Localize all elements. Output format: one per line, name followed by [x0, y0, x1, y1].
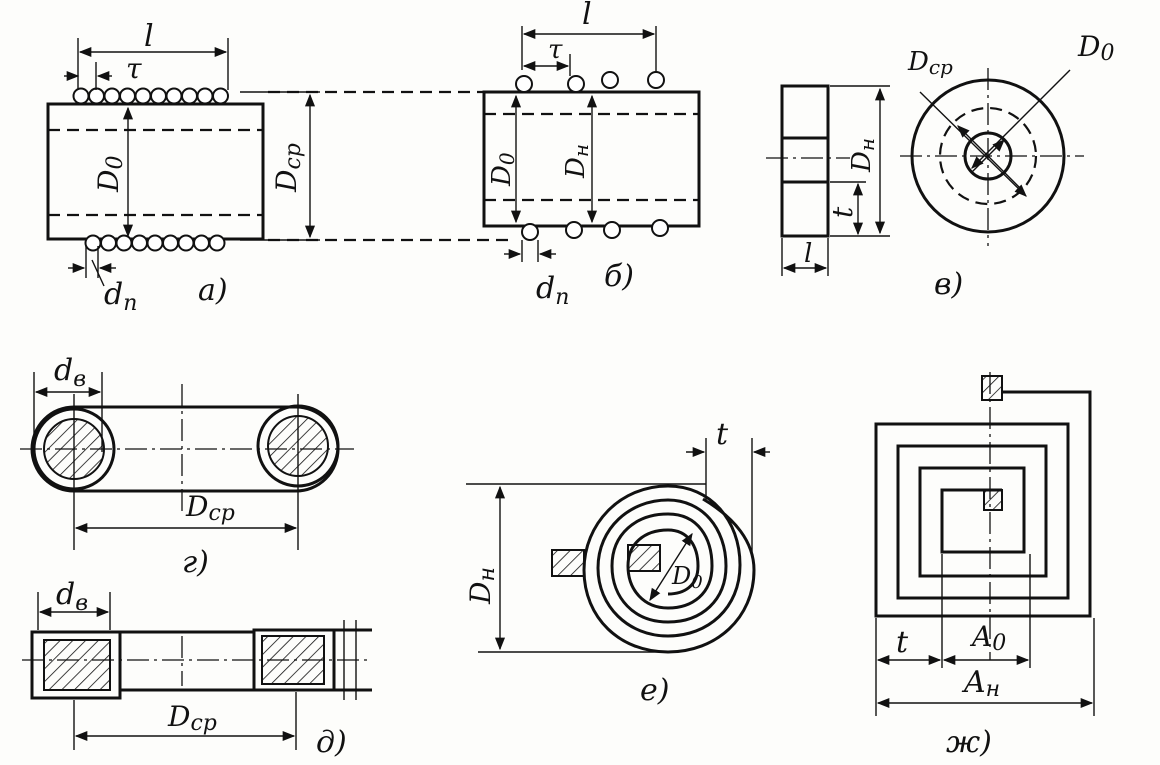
label-Dn-b: Dн [561, 144, 593, 179]
label-Dcp-g: Dcp [185, 490, 235, 526]
label-dv-d: dв [56, 577, 88, 616]
label-Dn-e: Dн [464, 567, 500, 605]
wire-turn [162, 234, 179, 252]
panel-g-toroid-round-wire [20, 372, 354, 550]
wire-turn [100, 234, 117, 252]
caption-b: б) [604, 259, 634, 294]
wire-turn [177, 234, 195, 252]
wire-turn [150, 87, 167, 105]
panel-a-single-layer-coil [46, 38, 320, 287]
panel-e-spiral-coil [466, 438, 770, 654]
caption-v: в) [934, 267, 963, 302]
label-tau-b: τ [548, 35, 563, 65]
label-t-zh: t [896, 625, 909, 660]
wire-turn [131, 234, 148, 252]
wire-turn [193, 234, 210, 252]
caption-a: а) [198, 273, 228, 308]
label-Dn-v: Dн [847, 138, 879, 173]
label-D0-e: D0 [671, 562, 703, 593]
wire-turn [146, 234, 164, 252]
bottom-turns-a [84, 234, 226, 252]
wire-turn [88, 87, 105, 105]
label-t-v: t [826, 206, 859, 218]
panel-zh-square-spiral [874, 372, 1095, 716]
square-spiral-turns [874, 390, 1092, 618]
wire-turn [196, 87, 214, 105]
label-Dcp-a: Dcp [270, 143, 306, 193]
label-A0-zh: A0 [969, 620, 1006, 656]
caption-zh: ж) [946, 725, 992, 760]
label-D0-b: D0 [487, 152, 519, 187]
wire-turn [103, 87, 121, 105]
top-turns-a [72, 87, 229, 105]
label-dv-g: dв [54, 353, 86, 392]
wire-turn [208, 234, 226, 252]
label-dp-a: dп [104, 277, 137, 316]
coil-former-b [482, 90, 701, 228]
label-tau-a: τ [126, 52, 142, 85]
label-l-b: l [582, 0, 592, 32]
wire-turn [119, 87, 136, 105]
wire-turn [115, 234, 133, 252]
spiral-turns [582, 484, 756, 654]
wire-turn [165, 87, 183, 105]
label-D0-a: D0 [92, 156, 128, 193]
wire-turn [181, 87, 198, 105]
caption-g: г) [182, 545, 209, 580]
label-D0-v: D0 [1077, 30, 1114, 66]
wire-turn [134, 87, 152, 105]
coil-former-a [46, 102, 265, 241]
label-dp-b: dп [536, 271, 569, 310]
coil-mean-circle [938, 106, 1038, 206]
wire-turn [72, 87, 90, 105]
label-l-a: l [144, 19, 154, 54]
panel-b-spaced-coil [482, 26, 701, 262]
dimension-labels: l τ D0 Dcp dп а) l τ D0 Dн dп б) Dн t l … [54, 0, 1114, 760]
label-An-zh: Aн [961, 665, 1000, 702]
label-t-e: t [716, 417, 729, 452]
panel-d-toroid-rect-wire [22, 592, 372, 750]
caption-d: д) [316, 725, 347, 760]
label-l-v: l [804, 239, 812, 269]
toroid-outline-g [30, 405, 340, 493]
panel-v-multilayer-coil [766, 68, 1084, 276]
caption-e: е) [640, 673, 669, 708]
label-Dcp-v: Dcp [907, 47, 953, 79]
label-Dcp-d: Dcp [167, 700, 217, 736]
wire-turn [212, 87, 229, 105]
